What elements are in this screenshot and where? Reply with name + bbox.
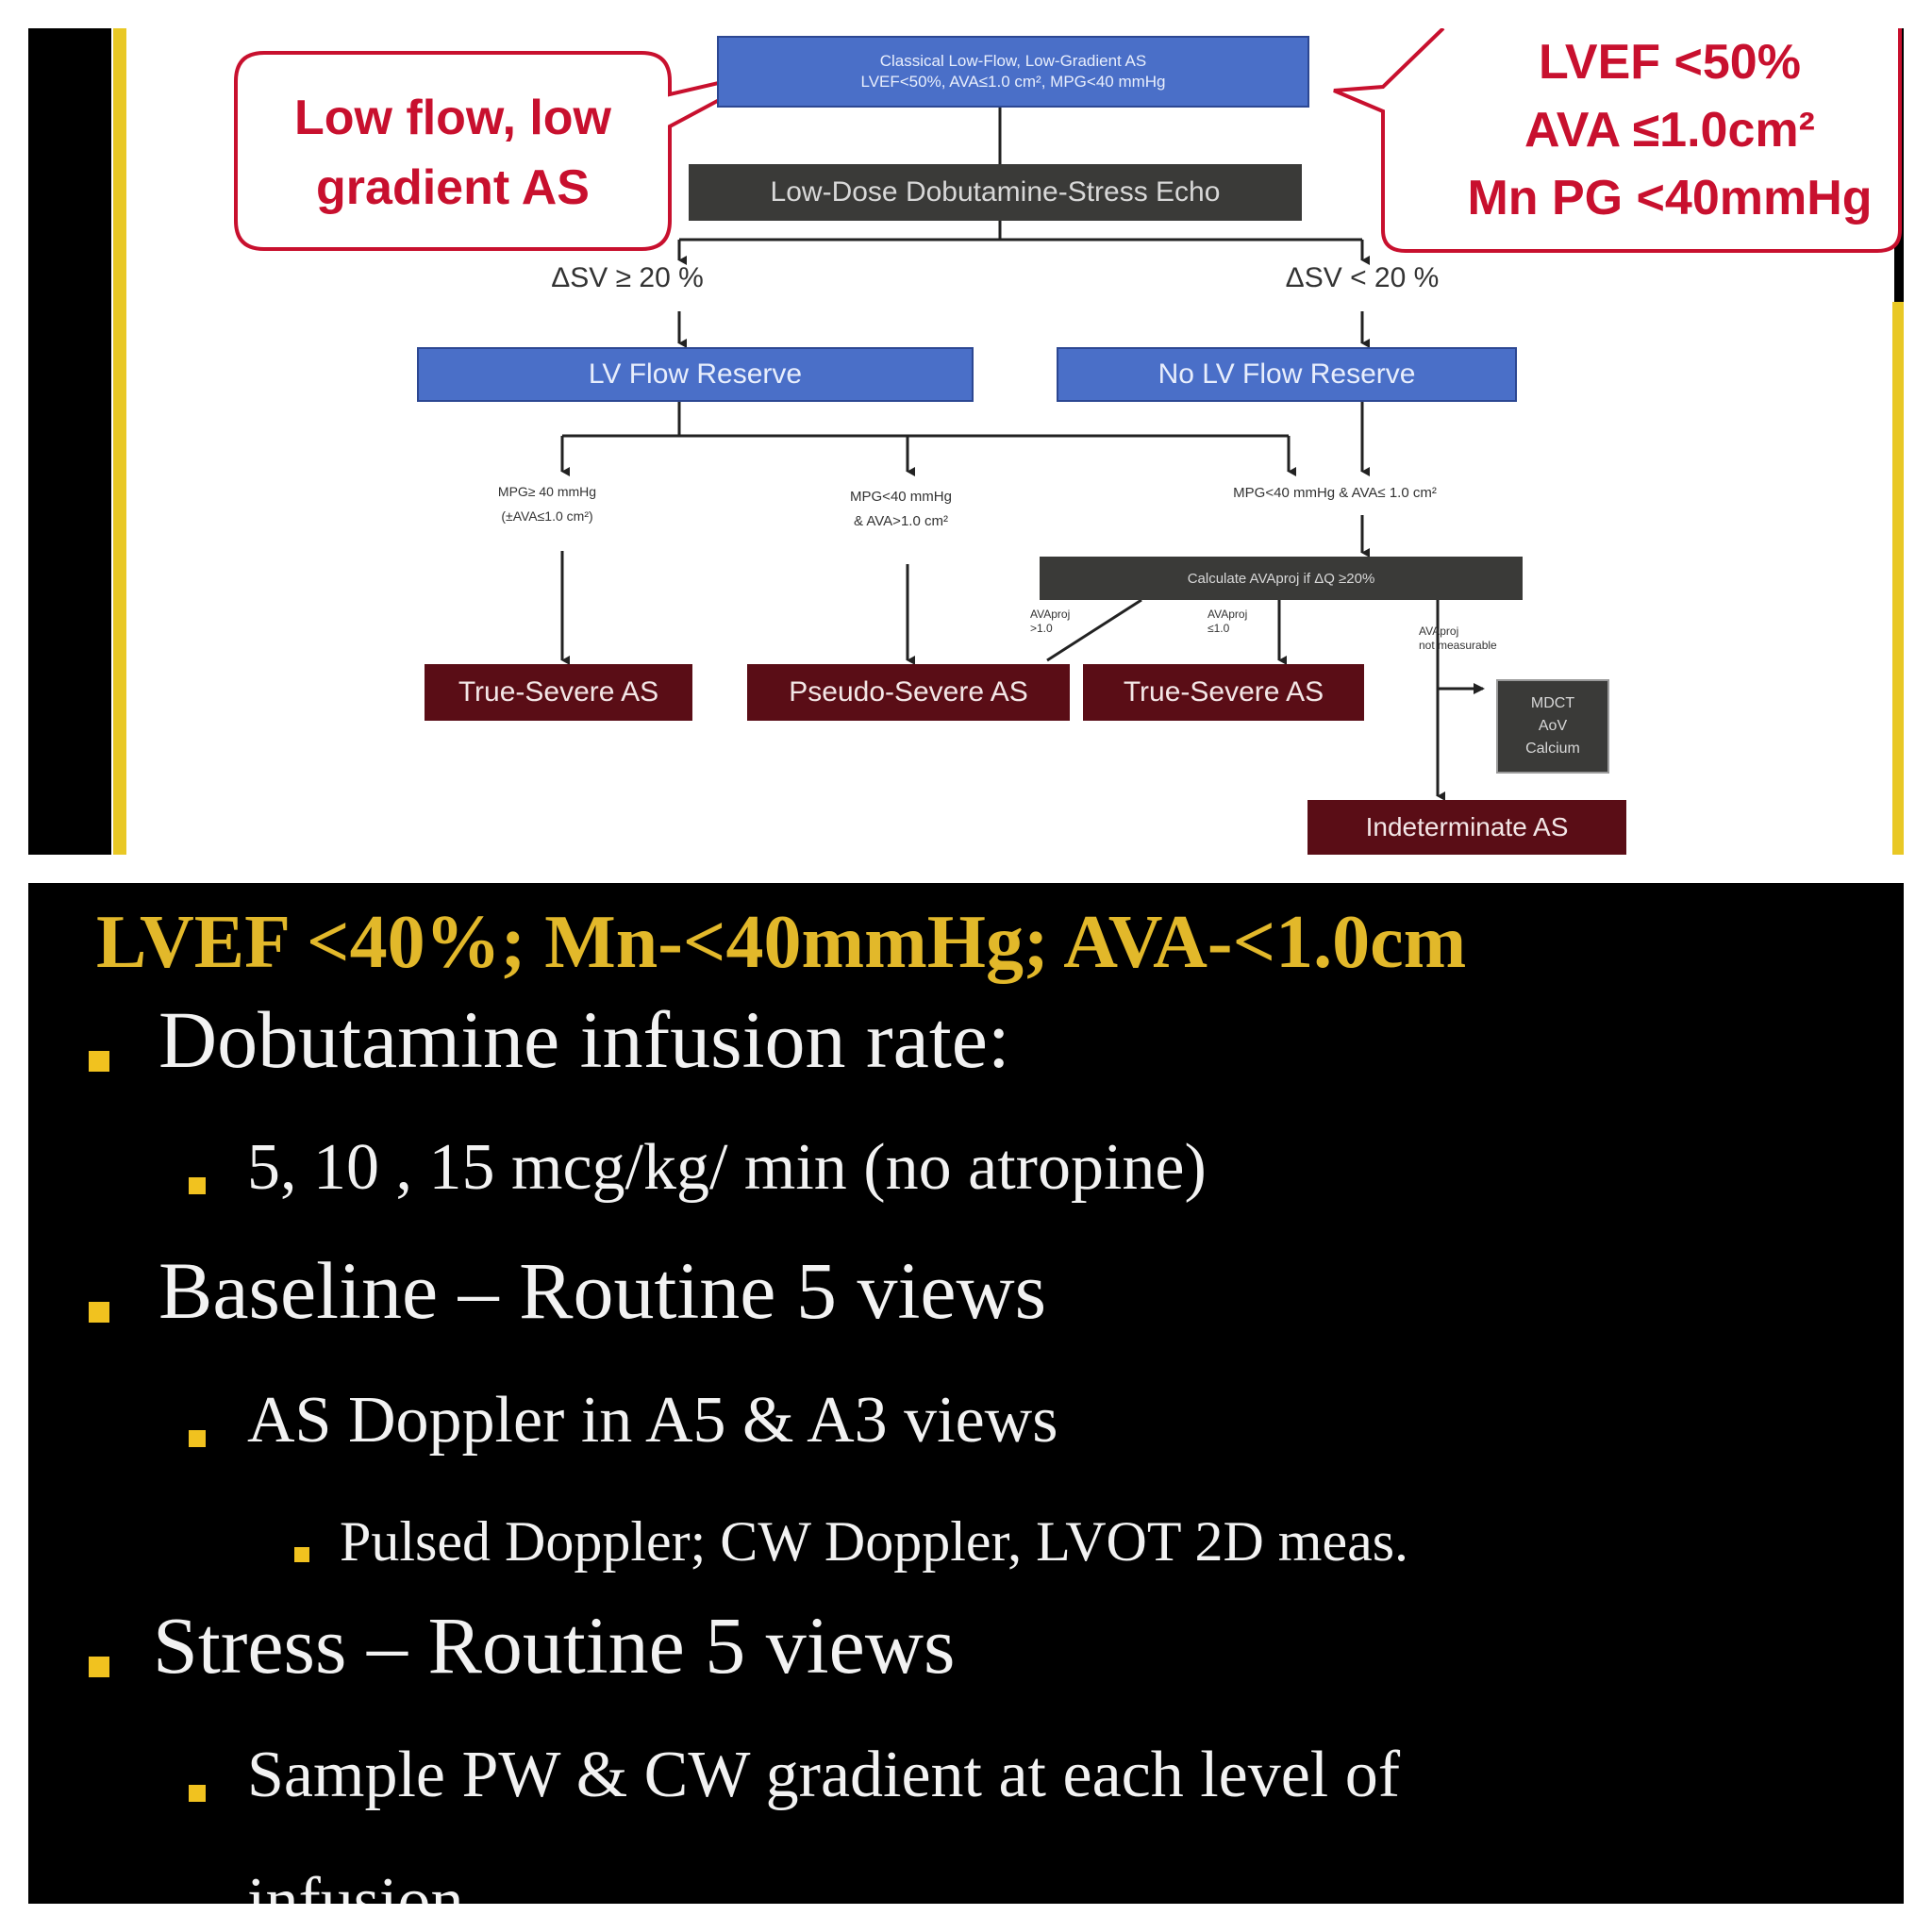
bullet-pulsed-doppler: Pulsed Doppler; CW Doppler, LVOT 2D meas… bbox=[340, 1510, 1409, 1573]
calculate-ava-proj-box: Calculate AVAproj if ΔQ ≥20% bbox=[1040, 557, 1523, 600]
classical-lflg-box: Classical Low-Flow, Low-Gradient AS LVEF… bbox=[717, 36, 1309, 108]
bullet-marker-7 bbox=[189, 1785, 206, 1802]
mdct-line1: MDCT bbox=[1530, 695, 1575, 711]
low-dose-dobutamine-box: Low-Dose Dobutamine-Stress Echo bbox=[689, 164, 1302, 221]
slide-border-right bbox=[1892, 302, 1904, 855]
left-callout-line1: Low flow, low bbox=[293, 91, 612, 145]
bullet-marker-1 bbox=[89, 1051, 109, 1072]
mpg-ge-line2: (±AVA≤1.0 cm²) bbox=[501, 508, 593, 524]
bullet-sample-gradient-cont: infusion bbox=[247, 1865, 464, 1904]
left-callout-bubble bbox=[234, 51, 776, 251]
ava-nm-line1: AVAproj bbox=[1419, 625, 1459, 638]
ava-proj-not-measurable-label: AVAproj not measurable bbox=[1419, 625, 1541, 653]
slide-border-left bbox=[113, 28, 126, 855]
bullet-baseline-views: Baseline – Routine 5 views bbox=[158, 1245, 1047, 1336]
bullet-sample-gradient: Sample PW & CW gradient at each level of bbox=[247, 1739, 1401, 1811]
mpg-lt-line1: MPG<40 mmHg bbox=[850, 489, 952, 505]
lv-flow-reserve-box: LV Flow Reserve bbox=[417, 347, 974, 402]
mpg-ge-line1: MPG≥ 40 mmHg bbox=[497, 484, 597, 499]
bullet-marker-4 bbox=[189, 1430, 206, 1447]
true-severe-as-box-1: True-Severe AS bbox=[425, 664, 692, 721]
ava-gt-line2: >1.0 bbox=[1030, 622, 1053, 635]
right-callout-line2: AVA ≤1.0cm² bbox=[1524, 103, 1815, 158]
right-callout-line1: LVEF <50% bbox=[1539, 35, 1801, 90]
ava-le-line1: AVAproj bbox=[1208, 608, 1248, 621]
right-callout-bubble bbox=[1333, 28, 1902, 253]
slide-title: LVEF <40%; Mn-<40mmHg; AVA-<1.0cm bbox=[96, 901, 1467, 984]
mdct-aov-calcium-box: MDCT AoV Calcium bbox=[1496, 679, 1609, 774]
delta-sv-ge-label: ΔSV ≥ 20 % bbox=[551, 262, 704, 293]
mdct-line3: Calcium bbox=[1525, 741, 1580, 757]
left-callout-text: Low flow, low gradient AS bbox=[255, 83, 651, 223]
mpg-ge-40-label: MPG≥ 40 mmHg (±AVA≤1.0 cm²) bbox=[472, 479, 623, 528]
right-callout-text: LVEF <50% AVA ≤1.0cm² Mn PG <40mmHg bbox=[1434, 28, 1904, 232]
no-lv-flow-reserve-box: No LV Flow Reserve bbox=[1057, 347, 1517, 402]
bullet-as-doppler: AS Doppler in A5 & A3 views bbox=[247, 1384, 1058, 1457]
bullet-marker-3 bbox=[89, 1302, 109, 1323]
classical-title: Classical Low-Flow, Low-Gradient AS bbox=[879, 52, 1147, 70]
bullet-slide: LVEF <40%; Mn-<40mmHg; AVA-<1.0cm Dobuta… bbox=[28, 883, 1904, 1904]
pseudo-severe-as-box: Pseudo-Severe AS bbox=[747, 664, 1070, 721]
mpg-ava-label: MPG<40 mmHg & AVA≤ 1.0 cm² bbox=[1233, 485, 1437, 501]
mpg-lt-line2: & AVA>1.0 cm² bbox=[854, 513, 948, 529]
ava-nm-line2: not measurable bbox=[1419, 639, 1497, 652]
bullet-marker-6 bbox=[89, 1657, 109, 1677]
bullet-marker-2 bbox=[189, 1177, 206, 1194]
delta-sv-lt-label: ΔSV < 20 % bbox=[1285, 262, 1440, 293]
bullet-infusion-doses: 5, 10 , 15 mcg/kg/ min (no atropine) bbox=[247, 1131, 1207, 1204]
mdct-line2: AoV bbox=[1538, 718, 1568, 734]
ava-le-line2: ≤1.0 bbox=[1208, 622, 1230, 635]
true-severe-as-box-2: True-Severe AS bbox=[1083, 664, 1364, 721]
ava-proj-gt-label: AVAproj >1.0 bbox=[1030, 608, 1106, 636]
bullet-dobutamine-rate: Dobutamine infusion rate: bbox=[158, 994, 1010, 1085]
bullet-stress-views: Stress – Routine 5 views bbox=[153, 1600, 956, 1690]
mpg-lt-40-label: MPG<40 mmHg & AVA>1.0 cm² bbox=[811, 485, 991, 534]
flowchart-slide: Low flow, low gradient AS LVEF <50% AVA … bbox=[28, 28, 1904, 855]
right-callout-line3: Mn PG <40mmHg bbox=[1467, 171, 1873, 225]
classical-criteria: LVEF<50%, AVA≤1.0 cm², MPG<40 mmHg bbox=[860, 73, 1166, 91]
left-callout-line2: gradient AS bbox=[316, 160, 590, 215]
bullet-marker-5 bbox=[294, 1547, 309, 1562]
indeterminate-as-box: Indeterminate AS bbox=[1307, 800, 1626, 855]
flowchart-connectors bbox=[234, 28, 1902, 801]
ava-proj-le-label: AVAproj ≤1.0 bbox=[1208, 608, 1292, 636]
ava-gt-line1: AVAproj bbox=[1030, 608, 1071, 621]
connector-ava-gt-to-pseudo bbox=[1046, 598, 1142, 662]
